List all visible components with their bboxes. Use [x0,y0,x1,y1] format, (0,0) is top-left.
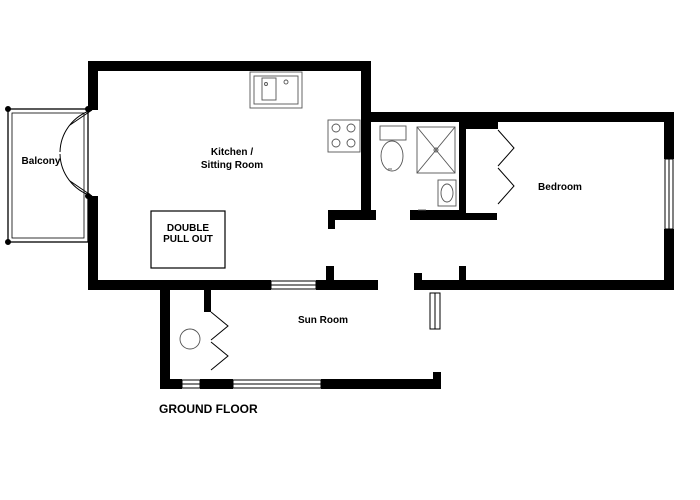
balcony-railing [5,106,91,245]
bed-label-line1: DOUBLE [166,223,210,234]
windows [181,158,674,389]
kitchen-fittings [249,71,361,153]
double-pull-out-bed [150,210,226,269]
doors [59,109,515,371]
furniture [150,210,226,350]
bed-label-line2: PULL OUT [163,234,213,245]
cupboard-cylinder [179,328,201,350]
room-label-bedroom: Bedroom [538,182,582,193]
room-label-sun-room: Sun Room [298,315,348,326]
bathroom-fittings [379,125,457,211]
room-label-balcony: Balcony [21,156,61,167]
floor-label: GROUND FLOOR [159,402,258,416]
walls [88,61,674,389]
room-label-kitchen-line1: Kitchen / [210,147,254,158]
room-label-kitchen-line2: Sitting Room [200,160,264,171]
